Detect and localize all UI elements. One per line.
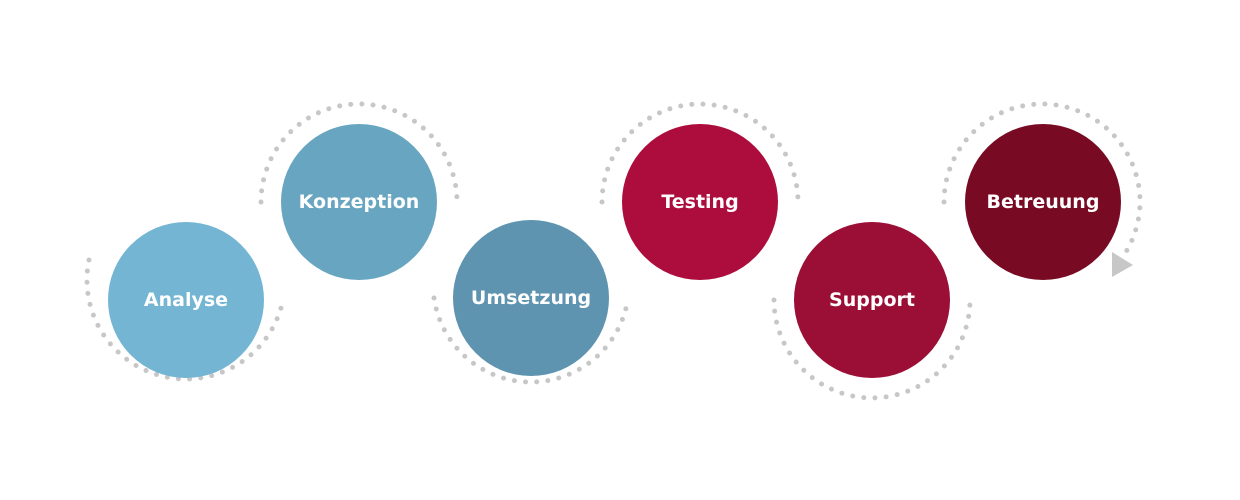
step-umsetzung: Umsetzung — [453, 220, 609, 376]
step-label: Analyse — [144, 289, 228, 311]
step-label: Betreuung — [987, 191, 1100, 213]
step-label: Umsetzung — [471, 287, 591, 309]
step-testing: Testing — [622, 124, 778, 280]
step-label: Testing — [661, 191, 738, 213]
dotted-arc-2 — [258, 101, 460, 205]
step-support: Support — [794, 222, 950, 378]
dotted-arc-1 — [84, 257, 286, 382]
step-label: Support — [829, 289, 915, 311]
step-label: Konzeption — [299, 191, 420, 213]
step-betreuung: Betreuung — [965, 124, 1121, 280]
dotted-arc-4 — [599, 101, 801, 205]
step-konzeption: Konzeption — [281, 124, 437, 280]
dotted-arc-6 — [941, 101, 1143, 258]
step-analyse: Analyse — [108, 222, 264, 378]
triangle-arrow-icon — [1112, 252, 1133, 277]
dotted-arc-5 — [771, 297, 973, 401]
